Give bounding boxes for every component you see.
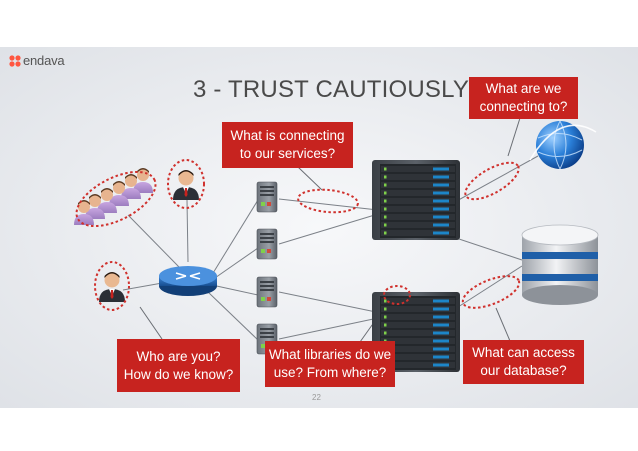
callout-who-are-you: Who are you? How do we know? [117,339,240,392]
server-icon [256,181,278,213]
server-icon [256,228,278,260]
page-number: 22 [312,393,321,402]
server-rack-icon [372,160,460,240]
server-icon [256,276,278,308]
callout-db-access: What can access our database? [463,340,584,384]
user-top-ring [167,159,205,209]
link-ring-external [464,161,520,201]
database-icon [521,224,599,305]
brand-name: endava [23,53,65,68]
callout-connecting-to: What are we connecting to? [469,77,578,119]
callout-what-connecting: What is connecting to our services? [222,122,353,168]
network-links [122,155,539,341]
page-title: 3 - TRUST CAUTIOUSLY [193,76,470,103]
user-group-ring [75,170,157,228]
globe-icon [529,120,597,170]
callout-libraries: What libraries do we use? From where? [265,341,395,387]
router-icon [159,266,217,296]
link-ring-services [297,188,359,214]
endava-logo-icon [9,55,21,67]
library-ring [383,285,411,305]
link-ring-database [461,275,521,309]
user-left-ring [94,261,130,311]
